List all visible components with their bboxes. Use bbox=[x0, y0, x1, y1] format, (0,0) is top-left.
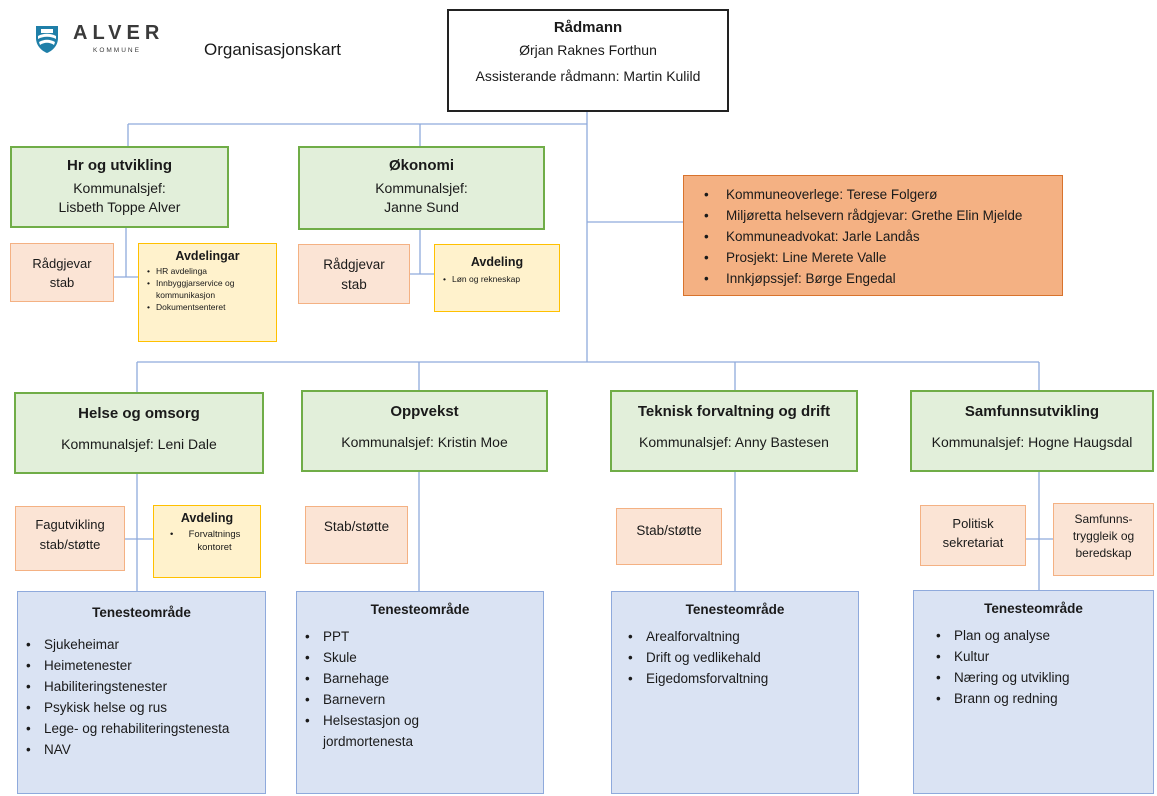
oppvekst-box: Oppvekst Kommunalsjef: Kristin Moe bbox=[301, 390, 548, 472]
oppvekst-service-item: Barnehage bbox=[297, 668, 543, 689]
staff-item: Miljøretta helsevern rådgjevar: Grethe E… bbox=[684, 205, 1062, 226]
staff-functions-box: Kommuneoverlege: Terese Folgerø Miljøret… bbox=[683, 175, 1063, 296]
helse-services-title: Tenesteområde bbox=[92, 605, 191, 620]
teknisk-services-box: Tenesteområde Arealforvaltning Drift og … bbox=[611, 591, 859, 794]
oppvekst-service-item: Barnevern bbox=[297, 689, 543, 710]
staff-item: Kommuneoverlege: Terese Folgerø bbox=[684, 184, 1062, 205]
teknisk-chief: Kommunalsjef: Anny Bastesen bbox=[639, 434, 829, 450]
logo: ALVER KOMMUNE bbox=[34, 22, 164, 62]
oppvekst-title: Oppvekst bbox=[390, 403, 459, 420]
helse-staff-label: Fagutvikling stab/støtte bbox=[35, 517, 105, 552]
okonomi-title: Økonomi bbox=[388, 157, 454, 174]
logo-sub: KOMMUNE bbox=[93, 47, 141, 54]
shield-icon bbox=[36, 26, 58, 53]
oppvekst-staff-box: Stab/støtte bbox=[305, 506, 408, 564]
helse-dept-title: Avdeling bbox=[180, 511, 234, 525]
teknisk-box: Teknisk forvaltning og drift Kommunalsje… bbox=[610, 390, 858, 472]
helse-services-box: Tenesteområde Sjukeheimar Heimetenester … bbox=[17, 591, 266, 794]
page-title: Organisasjonskart bbox=[204, 40, 342, 59]
hr-dept-title: Avdelingar bbox=[175, 249, 240, 263]
samfunn-service-item: Kultur bbox=[928, 646, 1153, 667]
samfunn-title: Samfunnsutvikling bbox=[964, 403, 1100, 420]
teknisk-service-item: Arealforvaltning bbox=[620, 626, 858, 647]
samfunn-staff2-label: Samfunns-tryggleik og beredskap bbox=[1072, 512, 1135, 560]
staff-item: Innkjøpssjef: Børge Engedal bbox=[684, 268, 1062, 289]
hr-box: Hr og utvikling Kommunalsjef: Lisbeth To… bbox=[10, 146, 229, 228]
helse-service-item: NAV bbox=[18, 739, 265, 760]
okonomi-box: Økonomi Kommunalsjef: Janne Sund bbox=[298, 146, 545, 230]
helse-chief: Kommunalsjef: Leni Dale bbox=[61, 436, 217, 452]
oppvekst-chief: Kommunalsjef: Kristin Moe bbox=[341, 434, 508, 450]
hr-role: Kommunalsjef: bbox=[73, 180, 166, 196]
samfunn-service-item: Plan og analyse bbox=[928, 625, 1153, 646]
staff-item: Prosjekt: Line Merete Valle bbox=[684, 247, 1062, 268]
samfunn-staff1-label: Politisk sekretariat bbox=[942, 516, 1004, 550]
helse-service-item: Habiliteringstenester bbox=[18, 676, 265, 697]
helse-service-item: Psykisk helse og rus bbox=[18, 697, 265, 718]
assistant-radmann: Assisterande rådmann: Martin Kulild bbox=[475, 68, 701, 84]
teknisk-services-title: Tenesteområde bbox=[685, 602, 785, 617]
hr-advisor-box: Rådgjevar stab bbox=[10, 243, 114, 302]
teknisk-service-item: Eigedomsforvaltning bbox=[620, 668, 858, 689]
helse-service-item: Heimetenester bbox=[18, 655, 265, 676]
okonomi-advisor-box: Rådgjevar stab bbox=[298, 244, 410, 304]
hr-dept-box: Avdelingar HR avdelinga Innbyggjarservic… bbox=[138, 243, 277, 342]
teknisk-service-item: Drift og vedlikehald bbox=[620, 647, 858, 668]
oppvekst-service-item: Helsestasjon og jordmortenesta bbox=[297, 710, 453, 752]
samfunn-service-item: Brann og redning bbox=[928, 688, 1153, 709]
okonomi-dept-item: Løn og rekneskap bbox=[441, 273, 553, 285]
samfunn-box: Samfunnsutvikling Kommunalsjef: Hogne Ha… bbox=[910, 390, 1154, 472]
samfunn-safety-box: Samfunns-tryggleik og beredskap bbox=[1053, 503, 1154, 576]
helse-box: Helse og omsorg Kommunalsjef: Leni Dale bbox=[14, 392, 264, 474]
okonomi-role: Kommunalsjef: bbox=[375, 180, 468, 196]
radmann-title: Rådmann bbox=[553, 19, 623, 36]
okonomi-dept-box: Avdeling Løn og rekneskap bbox=[434, 244, 560, 312]
hr-dept-item: HR avdelinga bbox=[145, 265, 270, 277]
hr-title: Hr og utvikling bbox=[67, 157, 172, 174]
hr-advisor-label: Rådgjevar stab bbox=[32, 256, 92, 290]
logo-name: ALVER bbox=[73, 22, 165, 44]
oppvekst-service-item: PPT bbox=[297, 626, 543, 647]
okonomi-dept-title: Avdeling bbox=[470, 255, 524, 269]
helse-service-item: Sjukeheimar bbox=[18, 634, 265, 655]
helse-staff-box: Fagutvikling stab/støtte bbox=[15, 506, 125, 571]
samfunn-chief: Kommunalsjef: Hogne Haugsdal bbox=[931, 434, 1133, 450]
staff-item: Kommuneadvokat: Jarle Landås bbox=[684, 226, 1062, 247]
samfunn-services-title: Tenesteområde bbox=[984, 601, 1083, 616]
radmann-name: Ørjan Raknes Forthun bbox=[519, 42, 657, 58]
hr-dept-item: Innbyggjarservice og kommunikasjon bbox=[145, 277, 270, 301]
samfunn-services-box: Tenesteområde Plan og analyse Kultur Nær… bbox=[913, 590, 1154, 794]
okonomi-advisor-label: Rådgjevar stab bbox=[323, 257, 385, 292]
samfunn-service-item: Næring og utvikling bbox=[928, 667, 1153, 688]
oppvekst-service-item: Skule bbox=[297, 647, 543, 668]
hr-dept-item: Dokumentsenteret bbox=[145, 301, 270, 313]
teknisk-staff-label: Stab/støtte bbox=[636, 523, 702, 538]
samfunn-staff-box: Politisk sekretariat bbox=[920, 505, 1026, 566]
teknisk-title: Teknisk forvaltning og drift bbox=[637, 403, 831, 420]
okonomi-name: Janne Sund bbox=[384, 199, 459, 215]
oppvekst-services-title: Tenesteområde bbox=[370, 602, 470, 617]
hr-name: Lisbeth Toppe Alver bbox=[58, 199, 181, 215]
oppvekst-services-box: Tenesteområde PPT Skule Barnehage Barnev… bbox=[296, 591, 544, 794]
oppvekst-staff-label: Stab/støtte bbox=[323, 519, 390, 534]
helse-title: Helse og omsorg bbox=[78, 405, 200, 422]
teknisk-staff-box: Stab/støtte bbox=[616, 508, 722, 565]
helse-dept-item: Forvaltnings kontoret bbox=[168, 528, 250, 554]
helse-service-item: Lege- og rehabiliteringstenesta bbox=[18, 718, 244, 739]
radmann-box: Rådmann Ørjan Raknes Forthun Assisterand… bbox=[447, 9, 729, 112]
helse-dept-box: Avdeling Forvaltnings kontoret bbox=[153, 505, 261, 578]
